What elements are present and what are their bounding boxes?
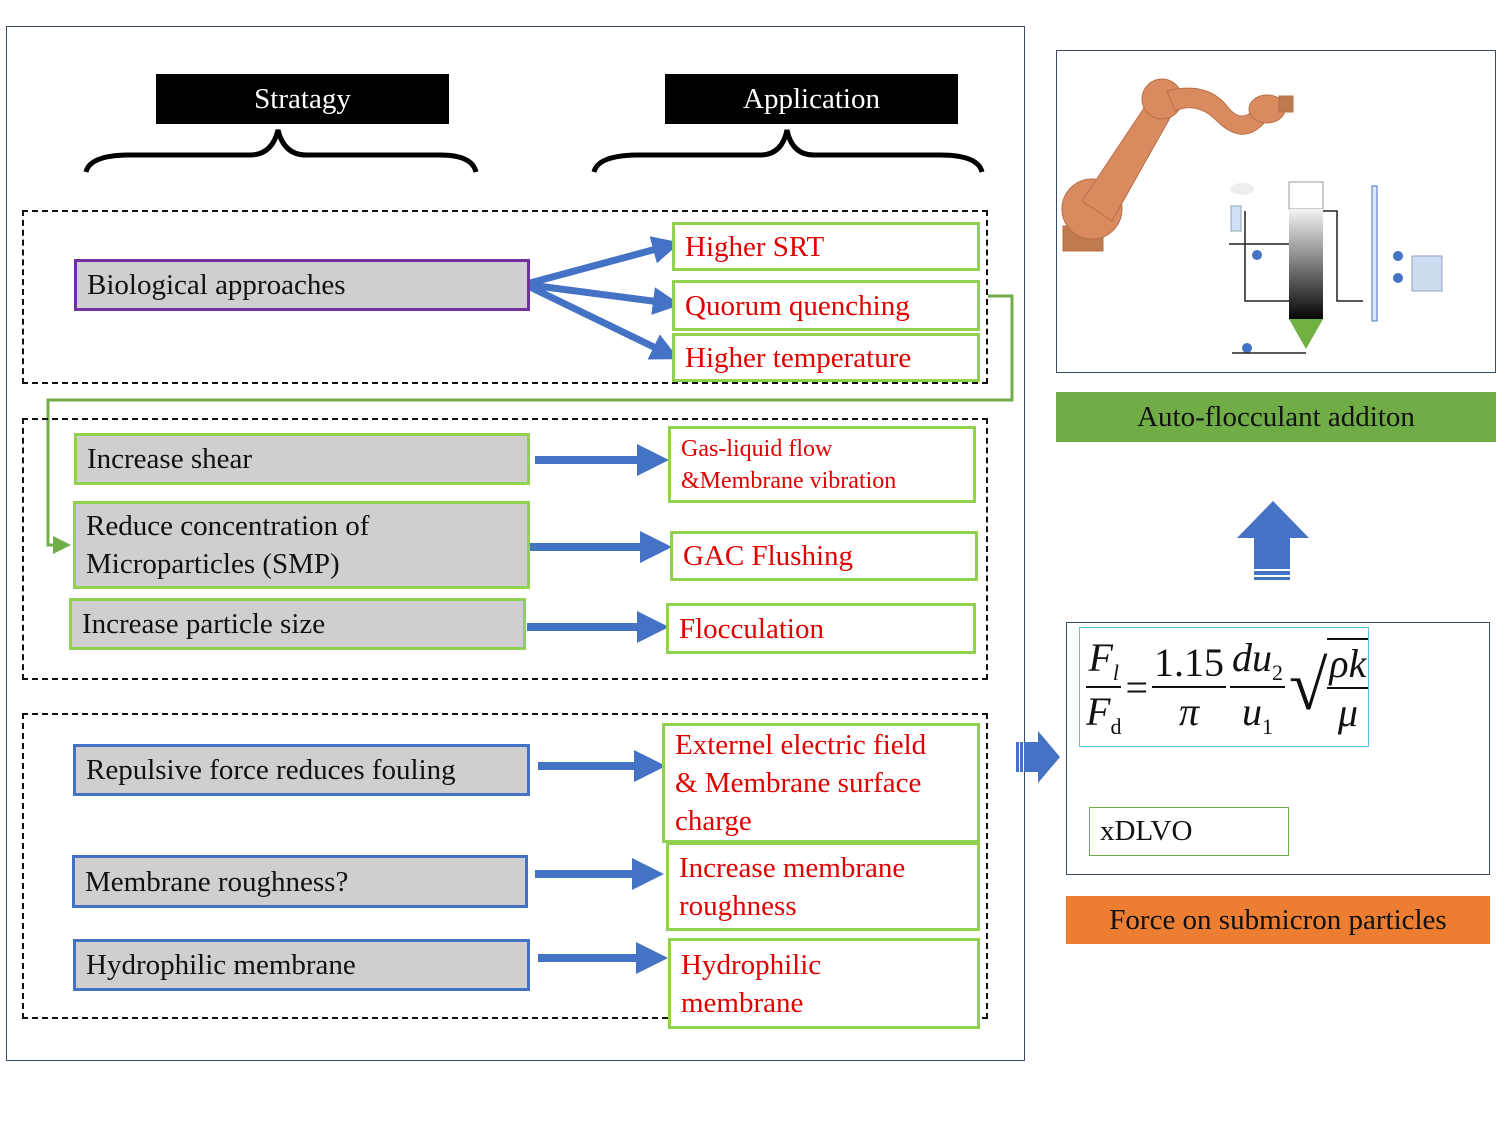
eq-rhok: ρk bbox=[1327, 640, 1369, 689]
eq-u-sub: 1 bbox=[1262, 714, 1273, 739]
eq-du-sub: 2 bbox=[1272, 660, 1283, 685]
eq-lhs-fraction: Fl Fd bbox=[1086, 634, 1121, 740]
app-electric-field-line1: Externel electric field bbox=[675, 729, 927, 761]
eq-coef-den: π bbox=[1178, 689, 1200, 734]
xdlvo-box: xDLVO bbox=[1089, 807, 1289, 856]
strategy-reduce-smp: Reduce concentration of Microparticles (… bbox=[73, 501, 530, 589]
app-electric-field-line2: & Membrane surface bbox=[675, 767, 922, 799]
app-flocculation: Flocculation bbox=[666, 603, 976, 654]
app-hydrophilic-line2: membrane bbox=[681, 986, 804, 1019]
app-electric-field-line3: charge bbox=[675, 805, 752, 837]
auto-flocculant-caption: Auto-flocculant additon bbox=[1056, 392, 1496, 442]
eq-u: u bbox=[1242, 689, 1262, 734]
app-quorum-quenching: Quorum quenching bbox=[672, 280, 980, 331]
force-panel bbox=[1066, 622, 1490, 875]
app-gas-liquid-line1: Gas-liquid flow bbox=[681, 435, 833, 462]
arrow-bio-to-temperature bbox=[528, 283, 679, 360]
eq-fd: F bbox=[1086, 689, 1111, 734]
group-physical bbox=[22, 418, 988, 680]
app-gas-liquid-flow: Gas-liquid flow &Membrane vibration bbox=[668, 426, 976, 503]
strategy-reduce-smp-line1: Reduce concentration of bbox=[86, 510, 370, 542]
eq-sqrt-sign: √ bbox=[1289, 648, 1328, 725]
strategy-increase-shear: Increase shear bbox=[74, 433, 530, 485]
right-arrow-to-force bbox=[1016, 731, 1060, 783]
application-brace bbox=[591, 129, 985, 173]
app-electric-field: Externel electric field & Membrane surfa… bbox=[662, 723, 980, 843]
arrow-bio-to-quorum bbox=[529, 281, 681, 315]
app-gas-liquid-line2: &Membrane vibration bbox=[681, 467, 897, 494]
eq-coef-num: 1.15 bbox=[1152, 639, 1226, 688]
reactor-column-icon bbox=[1229, 181, 1443, 354]
eq-fl: F bbox=[1088, 635, 1113, 680]
app-higher-srt: Higher SRT bbox=[672, 222, 980, 271]
app-hydrophilic: Hydrophilic membrane bbox=[668, 938, 980, 1029]
app-hydrophilic-line1: Hydrophilic bbox=[681, 948, 822, 981]
force-equation: Fl Fd = 1.15 π du2 u1 √ ρk μ bbox=[1079, 627, 1369, 747]
application-header: Application bbox=[665, 74, 958, 124]
eq-fl-sub: l bbox=[1112, 660, 1119, 685]
strategy-reduce-smp-line2: Microparticles (SMP) bbox=[86, 548, 340, 580]
group-membrane bbox=[22, 713, 988, 1019]
eq-equals: = bbox=[1125, 664, 1148, 710]
strategy-application-frame bbox=[6, 26, 1025, 1061]
strategy-brace bbox=[83, 129, 479, 173]
strategy-membrane-roughness: Membrane roughness? bbox=[72, 855, 528, 908]
app-roughness-line2: roughness bbox=[679, 889, 797, 922]
strategy-hydrophilic-membrane: Hydrophilic membrane bbox=[73, 939, 530, 991]
app-gac-flushing: GAC Flushing bbox=[670, 531, 978, 581]
strategy-biological-approaches: Biological approaches bbox=[74, 259, 530, 311]
app-higher-temperature: Higher temperature bbox=[672, 333, 980, 382]
eq-du: du bbox=[1232, 635, 1272, 680]
arrow-bio-to-srt bbox=[529, 236, 681, 287]
app-increase-roughness: Increase membrane roughness bbox=[666, 842, 980, 931]
up-arrow-to-flocculant bbox=[1237, 501, 1309, 580]
strategy-increase-particle-size: Increase particle size bbox=[69, 598, 526, 650]
eq-frac2: du2 u1 bbox=[1230, 634, 1285, 740]
eq-coef-fraction: 1.15 π bbox=[1152, 639, 1226, 735]
app-roughness-line1: Increase membrane bbox=[679, 851, 906, 884]
feedback-connector bbox=[46, 294, 1014, 554]
eq-mu: μ bbox=[1337, 690, 1358, 735]
force-caption: Force on submicron particles bbox=[1066, 896, 1490, 944]
robot-arm-icon bbox=[1061, 78, 1294, 252]
strategy-header: Stratagy bbox=[156, 74, 449, 124]
illustration-panel bbox=[1056, 50, 1496, 373]
group-biological bbox=[22, 210, 988, 384]
reactor-illustration bbox=[1061, 78, 1443, 354]
strategy-repulsive-force: Repulsive force reduces fouling bbox=[73, 744, 530, 796]
eq-fd-sub: d bbox=[1110, 714, 1122, 739]
eq-sqrt-fraction: ρk μ bbox=[1327, 638, 1369, 736]
